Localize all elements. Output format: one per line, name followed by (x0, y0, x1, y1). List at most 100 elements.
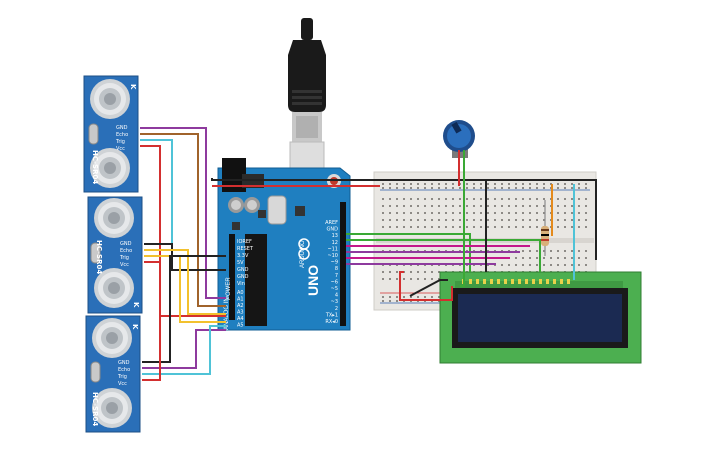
breadboard-hole (382, 296, 384, 298)
breadboard-hole (403, 212, 405, 214)
breadboard-hole (529, 219, 531, 221)
breadboard-hole (508, 226, 510, 228)
lcd-pin (469, 279, 472, 284)
breadboard-hole (424, 187, 426, 189)
breadboard-hole (564, 226, 566, 228)
breadboard-hole (536, 250, 538, 252)
sensor-3-pin-vcc: Vcc (118, 381, 127, 387)
breadboard-hole (417, 205, 419, 207)
breadboard-hole (508, 183, 510, 185)
breadboard-hole (389, 226, 391, 228)
breadboard-hole (578, 264, 580, 266)
breadboard-hole (571, 183, 573, 185)
breadboard-hole (424, 278, 426, 280)
lcd-display-icon (439, 271, 642, 364)
arduino-pin-label: ~5 (331, 286, 338, 292)
breadboard-hole (508, 198, 510, 200)
breadboard-hole (557, 257, 559, 259)
breadboard-hole (487, 226, 489, 228)
breadboard-hole (452, 187, 454, 189)
breadboard-hole (480, 205, 482, 207)
breadboard-hole (417, 183, 419, 185)
breadboard-hole (389, 278, 391, 280)
breadboard-hole (480, 183, 482, 185)
breadboard-hole (487, 212, 489, 214)
breadboard-hole (417, 198, 419, 200)
arduino-uno-board: POWER ANALOG IN UNO ARDUINO IOREFRESET3.… (217, 158, 351, 331)
arduino-pin-label: A3 (237, 310, 244, 316)
breadboard-hole (494, 212, 496, 214)
lcd-pin (497, 279, 500, 284)
arduino-pin-label: 2 (335, 306, 338, 312)
breadboard-hole (501, 187, 503, 189)
breadboard-hole (466, 198, 468, 200)
lcd-pin (567, 279, 570, 284)
arduino-pin-label: 3.3V (237, 253, 249, 259)
breadboard-hole (445, 226, 447, 228)
breadboard-hole (543, 198, 545, 200)
breadboard-hole (585, 183, 587, 185)
breadboard-hole (501, 226, 503, 228)
breadboard-hole (543, 264, 545, 266)
arduino-pin-label: A1 (237, 297, 244, 303)
breadboard-hole (452, 212, 454, 214)
breadboard-hole (515, 257, 517, 259)
breadboard-hole (389, 271, 391, 273)
breadboard-hole (473, 183, 475, 185)
breadboard-hole (557, 187, 559, 189)
breadboard-hole (585, 205, 587, 207)
sensor-2-pin-vcc: Vcc (120, 262, 129, 268)
breadboard-hole (396, 187, 398, 189)
breadboard-hole (585, 187, 587, 189)
breadboard-hole (396, 183, 398, 185)
arduino-pin-label: GND (327, 227, 339, 233)
resistor-icon (541, 200, 549, 256)
wires (140, 127, 597, 381)
breadboard-hole (522, 250, 524, 252)
breadboard-hole (396, 219, 398, 221)
breadboard-hole (564, 205, 566, 207)
breadboard-hole (396, 198, 398, 200)
breadboard-hole (410, 212, 412, 214)
sensor-1-pin-vcc: Vcc (116, 146, 125, 152)
breadboard-hole (431, 198, 433, 200)
lcd-pin (476, 279, 479, 284)
arduino-analog-section: ANALOG IN (224, 297, 230, 330)
breadboard-hole (382, 219, 384, 221)
breadboard-hole (466, 205, 468, 207)
breadboard-hole (501, 183, 503, 185)
arduino-model: UNO (305, 265, 321, 296)
breadboard-hole (466, 226, 468, 228)
breadboard-hole (557, 212, 559, 214)
arduino-pin-label: 7 (335, 273, 338, 279)
breadboard-hole (403, 183, 405, 185)
arduino-pin-label: ~9 (331, 260, 338, 266)
breadboard-hole (494, 183, 496, 185)
breadboard-hole (501, 212, 503, 214)
breadboard-hole (417, 212, 419, 214)
breadboard-hole (396, 300, 398, 302)
arduino-pin-label: ~3 (331, 299, 338, 305)
breadboard-hole (410, 278, 412, 280)
breadboard-hole (529, 187, 531, 189)
breadboard-hole (410, 296, 412, 298)
breadboard-hole (410, 226, 412, 228)
breadboard-hole (389, 198, 391, 200)
breadboard-hole (466, 183, 468, 185)
breadboard-hole (543, 183, 545, 185)
breadboard-hole (396, 271, 398, 273)
arduino-pin-label: Vin (237, 281, 245, 287)
breadboard-hole (438, 226, 440, 228)
lcd-pin (539, 279, 542, 284)
breadboard-hole (536, 257, 538, 259)
breadboard-hole (424, 226, 426, 228)
breadboard-hole (487, 219, 489, 221)
breadboard-hole (410, 219, 412, 221)
breadboard-hole (515, 205, 517, 207)
breadboard-hole (578, 198, 580, 200)
breadboard-hole (452, 205, 454, 207)
breadboard-hole (550, 257, 552, 259)
sensor-2-pin-trig: Trig (119, 255, 129, 261)
breadboard-hole (543, 250, 545, 252)
breadboard-hole (431, 296, 433, 298)
